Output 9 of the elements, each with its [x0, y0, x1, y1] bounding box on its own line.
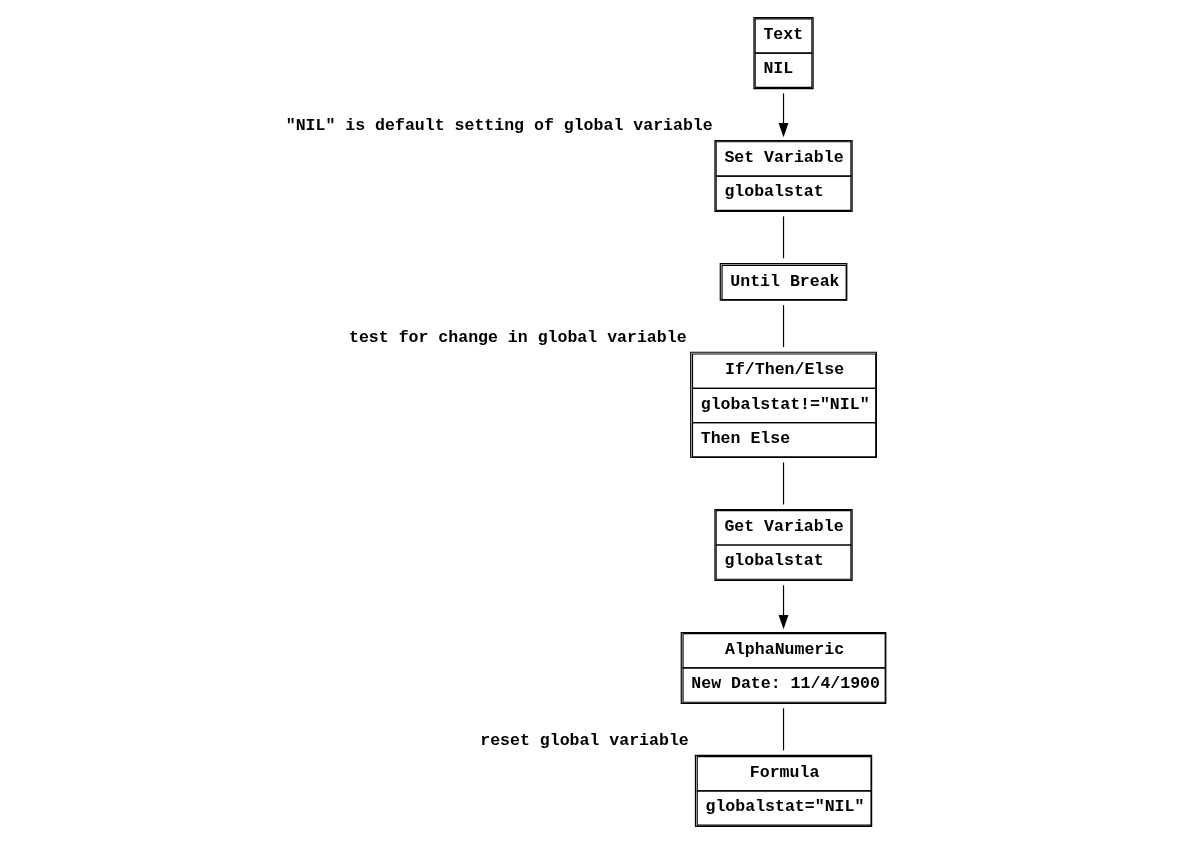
node-label: "NIL" is default setting of global variable [285, 116, 713, 136]
connector [782, 304, 785, 348]
node-label: test for change in global variable [348, 327, 687, 347]
connector [782, 215, 785, 259]
arrow [778, 92, 789, 138]
node-label: reset global variable [480, 731, 689, 751]
arrow [778, 584, 789, 630]
connector [782, 707, 785, 751]
connector [782, 461, 785, 506]
